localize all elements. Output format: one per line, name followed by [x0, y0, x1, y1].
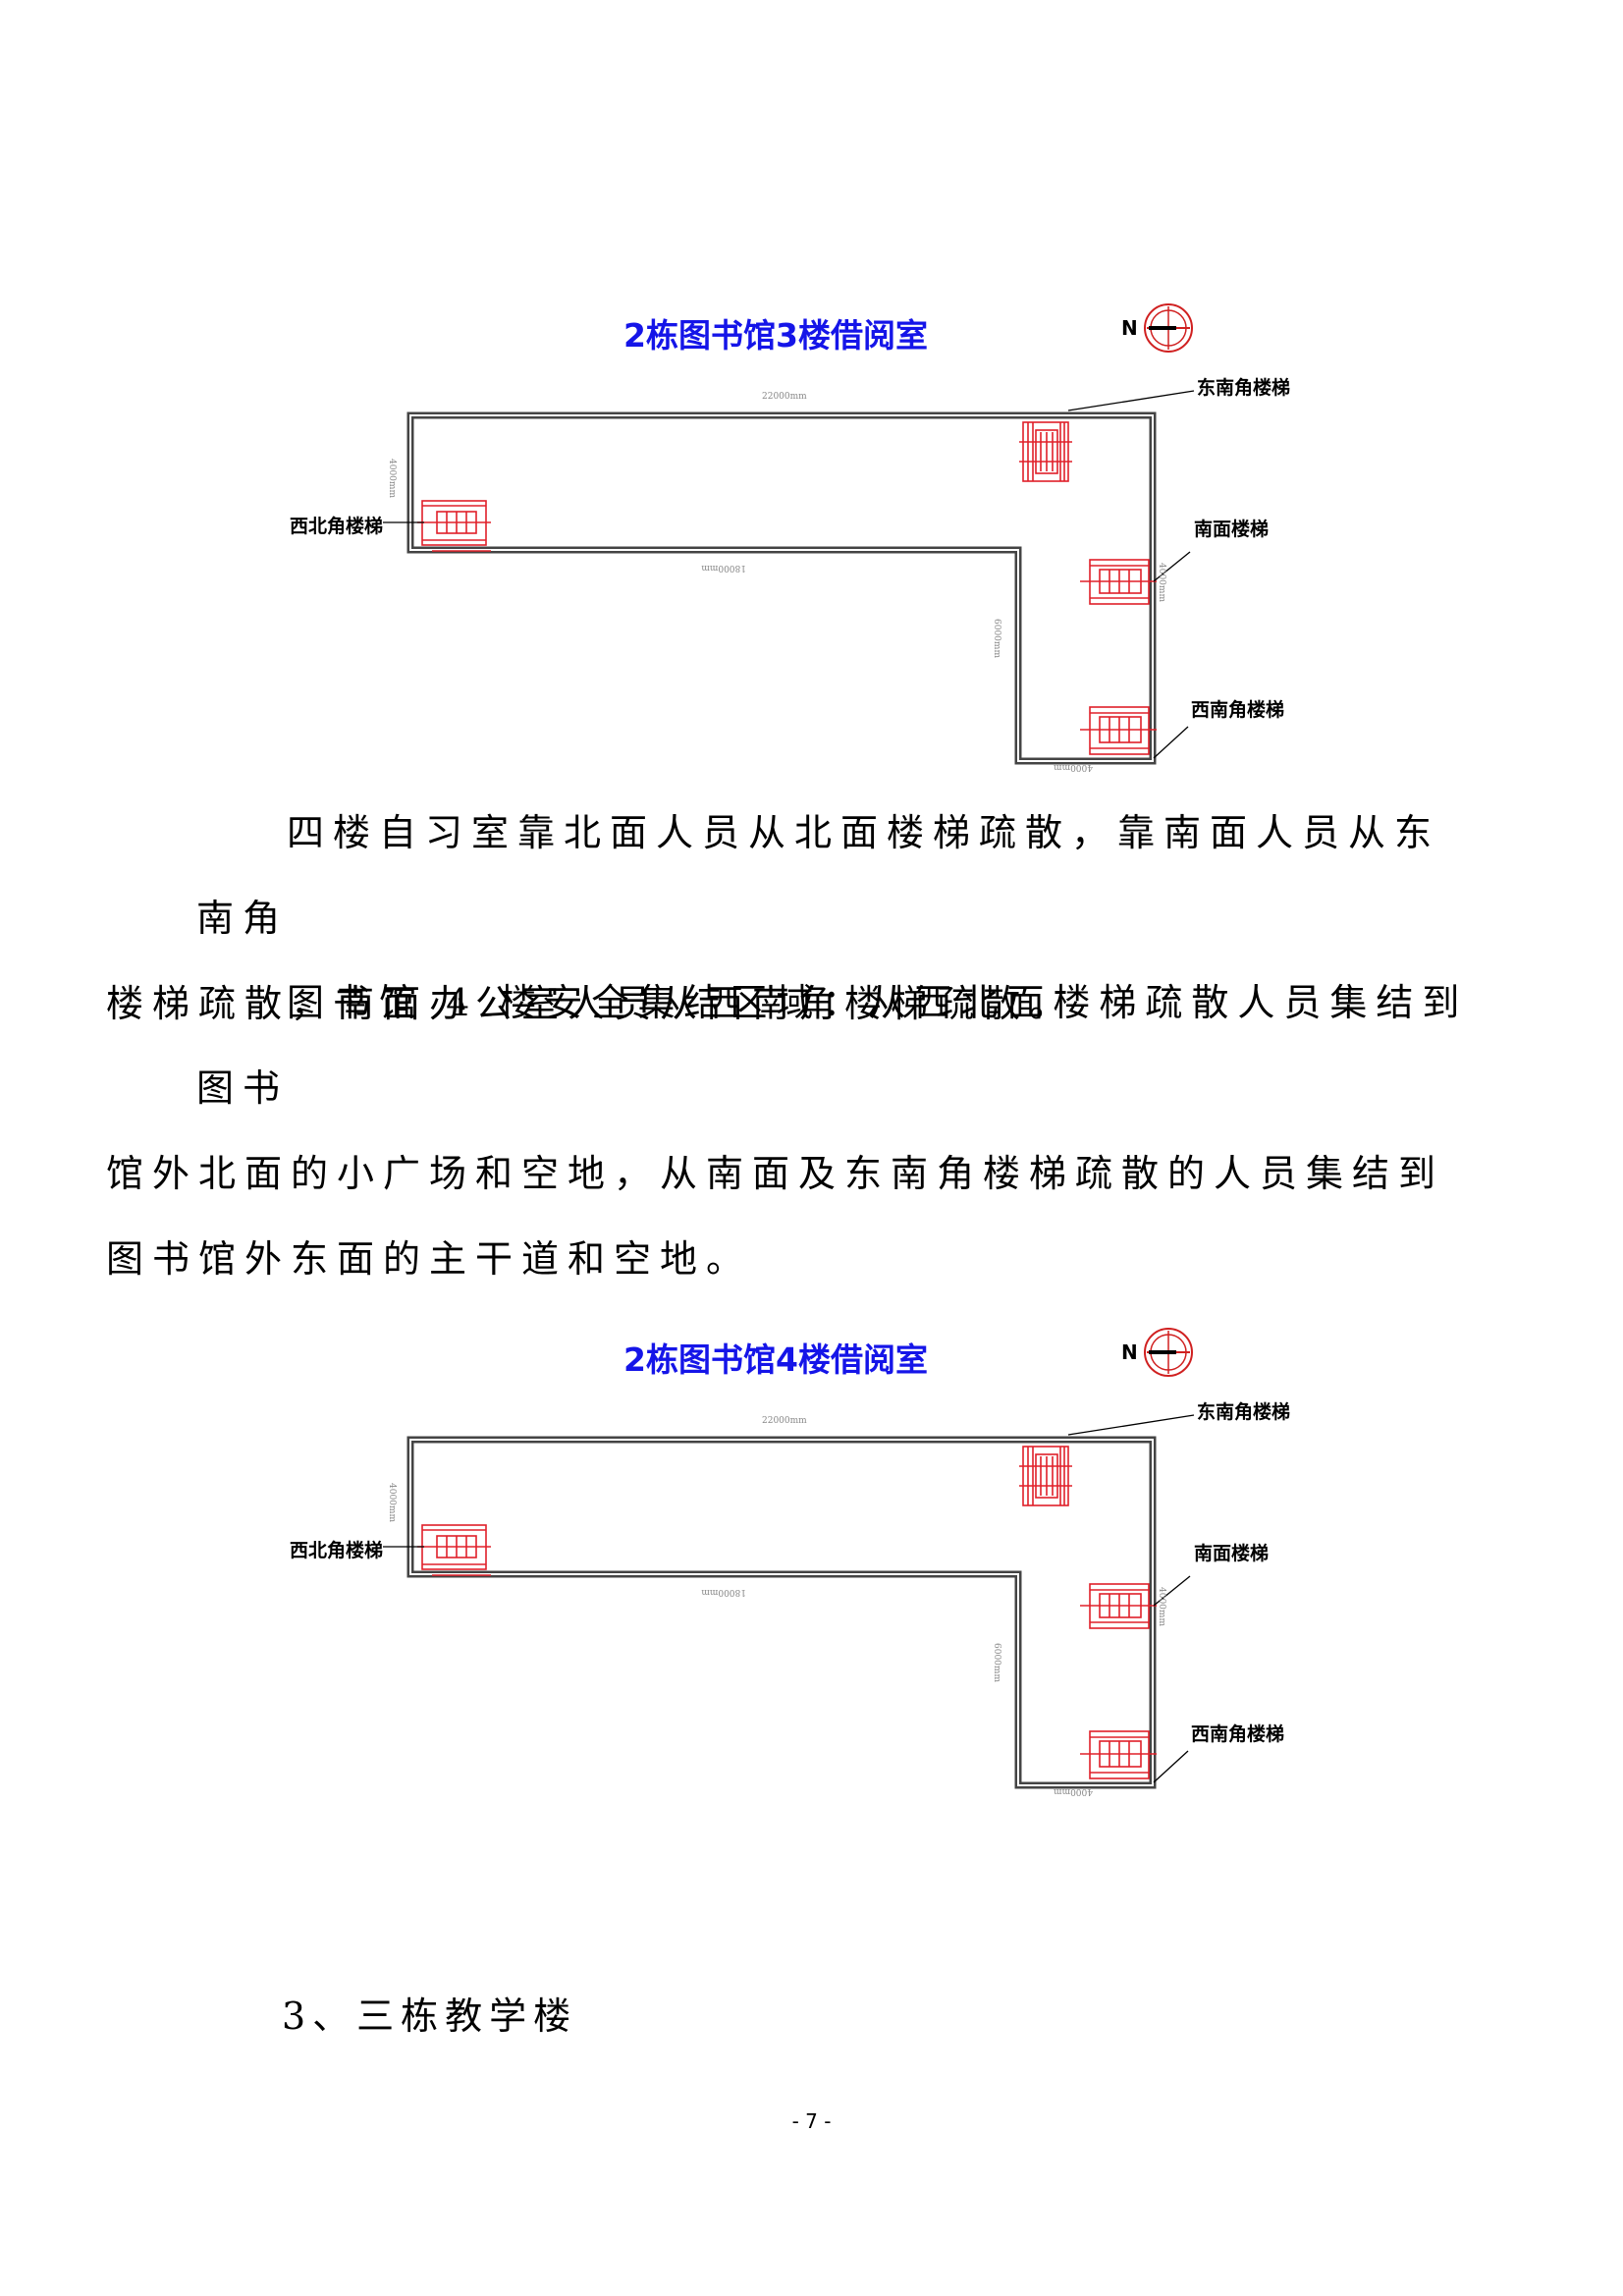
- section-heading: 3、三栋教学楼: [282, 1995, 578, 2038]
- stair-s-icon: [1080, 559, 1157, 605]
- dim-middle: 18000mm: [701, 563, 746, 573]
- dim-top: 22000mm: [762, 1416, 807, 1426]
- stair-sw-icon: [1080, 1730, 1157, 1779]
- dim-vertical: 6000mm: [992, 1643, 1001, 1682]
- stair-nw-icon: [417, 500, 491, 552]
- dim-bottom: 4000mm: [1054, 762, 1093, 772]
- label-sw-stairs: 西南角楼梯: [1191, 1723, 1285, 1745]
- label-sw-stairs: 西南角楼梯: [1191, 699, 1285, 721]
- svg-text:N: N: [1121, 1340, 1138, 1364]
- plan-title: 2栋图书馆4楼借阅室: [623, 1340, 928, 1379]
- compass-icon: N: [1121, 1328, 1193, 1377]
- label-nw-stairs: 西北角楼梯: [290, 1540, 384, 1561]
- stair-nw-icon: [417, 1524, 491, 1576]
- stair-se-icon: [1019, 1446, 1072, 1506]
- stair-se-icon: [1019, 421, 1072, 482]
- floor-plan-4f: 2栋图书馆4楼借阅室 N: [0, 1319, 1623, 1830]
- dim-bottom: 4000mm: [1054, 1786, 1093, 1796]
- svg-text:N: N: [1121, 316, 1138, 340]
- plan-title: 2栋图书馆3楼借阅室: [623, 316, 928, 355]
- label-se-stairs: 东南角楼梯: [1197, 377, 1291, 399]
- dim-vertical: 6000mm: [992, 619, 1001, 658]
- paragraph-assembly: 图书馆 4 楼安全集结区域：从西北面楼梯疏散人员集结到图书 馆外北面的小广场和空…: [106, 981, 1469, 1281]
- compass-icon: N: [1121, 303, 1193, 353]
- label-s-stairs: 南面楼梯: [1194, 519, 1270, 540]
- page-number: - 7 -: [791, 2109, 832, 2133]
- paragraph-evacuation: 四楼自习室靠北面人员从北面楼梯疏散，靠南面人员从东南角 楼梯疏散，南面办公室人员…: [106, 811, 1441, 1025]
- label-s-stairs: 南面楼梯: [1194, 1543, 1270, 1564]
- floor-plan-drawing: N: [383, 303, 1195, 772]
- dim-top: 22000mm: [762, 392, 807, 402]
- dim-left: 4000mm: [387, 459, 397, 498]
- label-se-stairs: 东南角楼梯: [1197, 1401, 1291, 1423]
- stair-s-icon: [1080, 1583, 1157, 1629]
- label-nw-stairs: 西北角楼梯: [290, 516, 384, 537]
- dim-left: 4000mm: [387, 1483, 397, 1522]
- floor-plan-3f: 2栋图书馆3楼借阅室 N: [0, 295, 1623, 805]
- stair-sw-icon: [1080, 706, 1157, 755]
- floor-plan-drawing: N: [383, 1328, 1195, 1796]
- dim-middle: 18000mm: [701, 1587, 746, 1597]
- dim-right: 4000mm: [1157, 1587, 1166, 1626]
- dim-right: 4000mm: [1157, 563, 1166, 602]
